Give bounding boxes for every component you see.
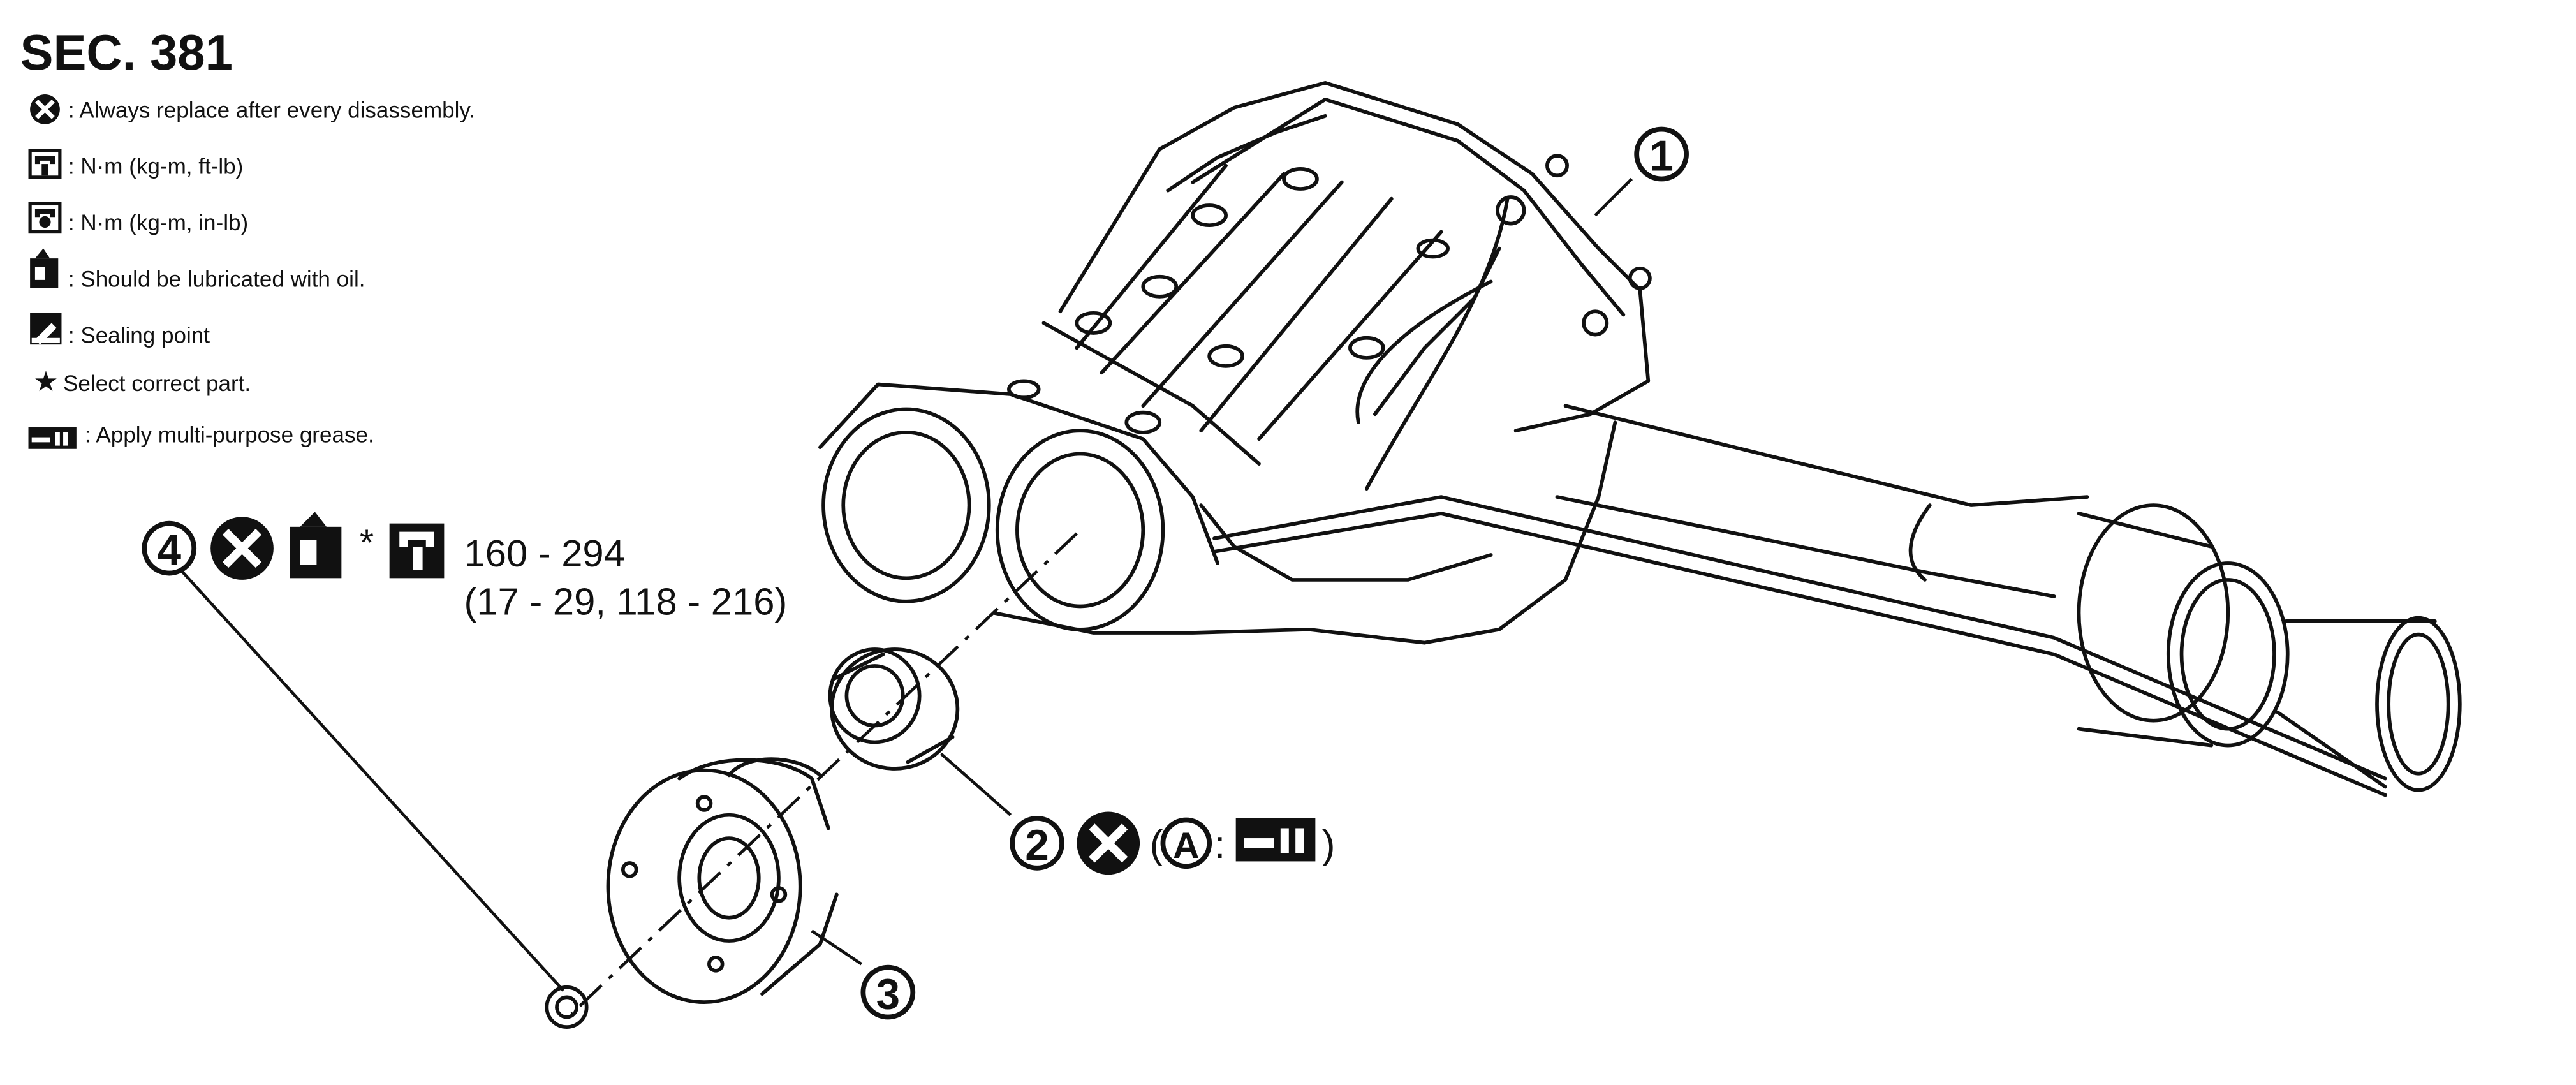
oil-can-icon	[290, 512, 342, 579]
replace-x-icon	[1077, 811, 1140, 875]
part-number-1: 1	[1649, 132, 1674, 180]
differential-carrier-housing	[818, 80, 2462, 797]
grease-reference-letter: A	[1173, 825, 1199, 866]
companion-flange-part	[606, 757, 839, 1005]
legend-text-sealing: : Sealing point	[68, 323, 210, 348]
legend-text-select: Select correct part.	[63, 371, 251, 396]
section-title: SEC. 381	[20, 24, 233, 80]
paren-open: (	[1150, 823, 1163, 867]
part-number-4: 4	[157, 527, 181, 575]
sealing-point-icon	[30, 313, 62, 345]
drive-pinion-nut-part	[545, 985, 589, 1029]
torque-spec-metric: 160 - 294	[464, 532, 625, 575]
legend-text-replace: : Always replace after every disassembly…	[68, 98, 475, 122]
torque-spec-converted: (17 - 29, 118 - 216)	[464, 580, 788, 623]
part-number-3: 3	[876, 971, 901, 1019]
grease-colon: :	[1214, 823, 1225, 867]
replace-x-icon	[210, 517, 274, 580]
legend-text-torque-in-lb: : N·m (kg-m, in-lb)	[68, 210, 248, 235]
grease-gun-icon	[28, 427, 77, 449]
legend: : Always replace after every disassembly…	[28, 94, 475, 449]
legend-text-torque-ft-lb: : N·m (kg-m, ft-lb)	[68, 154, 244, 179]
part-number-2: 2	[1025, 822, 1049, 869]
callout-3: 3	[860, 964, 916, 1020]
legend-text-grease: : Apply multi-purpose grease.	[85, 422, 374, 447]
leader-lines	[178, 177, 1633, 992]
grease-gun-icon	[1235, 818, 1316, 862]
callout-4: 4	[142, 520, 197, 576]
torque-wrench-icon	[389, 523, 445, 579]
paren-close: )	[1322, 823, 1336, 867]
torque-wrench-small-icon	[28, 202, 62, 234]
torque-wrench-icon	[28, 149, 62, 179]
oil-can-icon	[30, 248, 59, 288]
star-icon: ★	[33, 366, 59, 397]
assembly-axis-line	[570, 532, 1078, 1015]
circle-a-label: A	[1160, 817, 1212, 869]
oil-seal-part	[828, 647, 960, 771]
legend-text-oil: : Should be lubricated with oil.	[68, 267, 365, 292]
callout-2: 2	[1010, 815, 1064, 871]
replace-x-icon	[30, 94, 60, 124]
select-part-asterisk: *	[360, 522, 374, 563]
callout-1: 1	[1634, 126, 1689, 182]
